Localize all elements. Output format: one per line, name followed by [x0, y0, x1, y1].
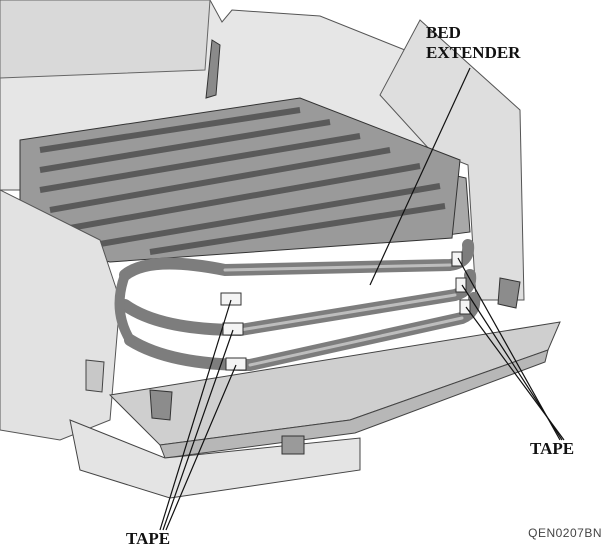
leader-tape-left-2: [162, 329, 234, 531]
figure-code: QEN0207BN: [528, 526, 602, 540]
cab-window-frame: [0, 0, 211, 79]
bed-side-right: [379, 19, 525, 301]
leader-tape-left-1: [159, 299, 232, 531]
leader-tape-right-3: [465, 306, 565, 441]
label-bed-extender-line2: EXTENDER: [426, 43, 521, 62]
bed-floor-slats: [39, 107, 446, 255]
leader-tape-left-3: [165, 364, 237, 531]
tail-light-left: [85, 359, 105, 393]
leader-bed-extender: [369, 67, 471, 286]
label-bed-extender-line1: BED: [426, 23, 461, 42]
rear-bumper: [69, 419, 361, 499]
hitch-receiver: [281, 435, 305, 455]
extender-clamps: [149, 277, 521, 421]
tape-marks: [220, 251, 471, 371]
label-tape-right: TAPE: [530, 439, 575, 458]
label-tape-left: TAPE: [126, 529, 171, 548]
leader-lines: [159, 67, 565, 531]
tie-down-hook-left: [205, 39, 221, 99]
